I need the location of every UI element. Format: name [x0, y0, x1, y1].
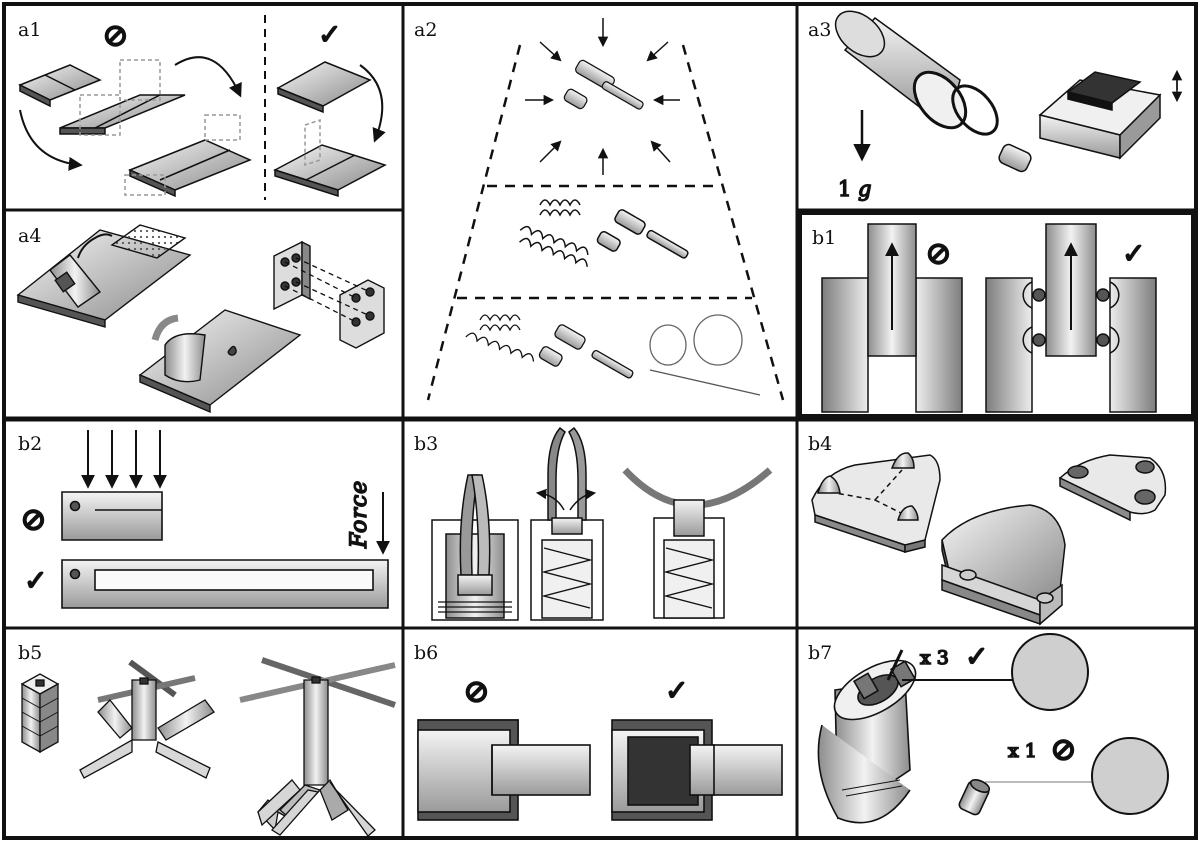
gripper-open-arc	[622, 467, 773, 619]
prohibited-icon: ⊘	[102, 16, 129, 54]
panel-label-b6: b6	[414, 642, 438, 664]
prohibited-icon: ⊘	[20, 500, 47, 538]
panel-b5	[20, 657, 396, 837]
centrifuge-tube	[834, 10, 999, 136]
checkmark-icon: ✓	[1122, 237, 1145, 270]
short-hinge-bad	[61, 491, 163, 541]
gripper-closed	[431, 474, 519, 621]
force-label: Force	[347, 480, 372, 549]
slider-good	[985, 223, 1157, 413]
disk-bad	[1091, 737, 1169, 815]
printed-parts-top	[563, 59, 644, 110]
disk-good	[1011, 633, 1089, 711]
large-motor	[817, 649, 917, 824]
deployed-structure	[239, 657, 396, 837]
panel-label-b1: b1	[812, 227, 836, 249]
prohibited-icon: ⊘	[1050, 730, 1077, 768]
panel-b7: x 3 ✓ x 1 ⊘	[817, 633, 1169, 824]
unfolding-structure	[79, 659, 215, 779]
triangle-plate-stack	[941, 504, 1066, 626]
spring-and-parts-middle	[519, 199, 689, 267]
panel-label-b3: b3	[414, 433, 438, 455]
panel-b2: ⊘ ✓ Force	[19, 430, 390, 609]
magnetic-blocks	[273, 240, 385, 349]
joint-bad	[417, 719, 591, 821]
panel-b6: ⊘ ✓	[417, 671, 783, 821]
folding-sheets-bad	[18, 56, 252, 198]
panel-b1: ⊘ ✓	[821, 223, 1157, 413]
checkmark-icon: ✓	[318, 18, 341, 51]
panel-a2	[426, 18, 785, 401]
checkmark-icon: ✓	[24, 564, 47, 597]
panel-labels: a1 a2 a3 a4 b1 b2 b3 b4 b5 b6 b7	[18, 19, 836, 664]
prohibited-icon: ⊘	[925, 234, 952, 272]
board-with-mesh	[16, 224, 192, 328]
panel-label-b7: b7	[808, 642, 832, 664]
slider-bad	[821, 223, 963, 413]
checkmark-icon: ✓	[965, 640, 988, 673]
joint-good	[611, 719, 783, 821]
panel-label-b2: b2	[18, 433, 42, 455]
checkmark-icon: ✓	[665, 674, 688, 707]
multiplier-bad: x 1	[1008, 740, 1037, 762]
panel-label-a2: a2	[414, 19, 437, 41]
parts-sketch-bottom	[465, 314, 761, 396]
panel-b4	[811, 452, 1167, 626]
panel-label-b4: b4	[808, 433, 832, 455]
board-with-cup	[138, 309, 302, 414]
glue-bottle-icon	[49, 233, 113, 308]
compression-arrows	[525, 18, 680, 175]
panel-a3: 1 𝑔	[834, 10, 1183, 202]
triangle-plate-holes	[1058, 454, 1167, 522]
prohibited-icon: ⊘	[463, 672, 490, 710]
panel-label-a1: a1	[18, 19, 41, 41]
triangle-plate-with-pins	[811, 452, 941, 554]
panel-label-a3: a3	[808, 19, 831, 41]
folding-sheets-good	[273, 61, 387, 198]
panel-label-b5: b5	[18, 642, 42, 664]
small-vial	[998, 143, 1032, 173]
panel-a4	[16, 224, 385, 414]
panel-b3	[431, 426, 773, 621]
multiplier-good: x 3	[920, 647, 949, 669]
panel-a1: ⊘ ✓	[18, 15, 387, 200]
gravity-label: 1 𝑔	[838, 177, 871, 201]
small-motor	[958, 779, 991, 816]
weighing-scale	[1038, 69, 1183, 160]
folded-stack	[20, 673, 60, 754]
load-arrows	[81, 430, 167, 489]
panel-label-a4: a4	[18, 225, 41, 247]
gripper-opening	[530, 426, 604, 621]
long-hinge-good	[61, 559, 389, 609]
funnel-outline	[426, 44, 785, 401]
